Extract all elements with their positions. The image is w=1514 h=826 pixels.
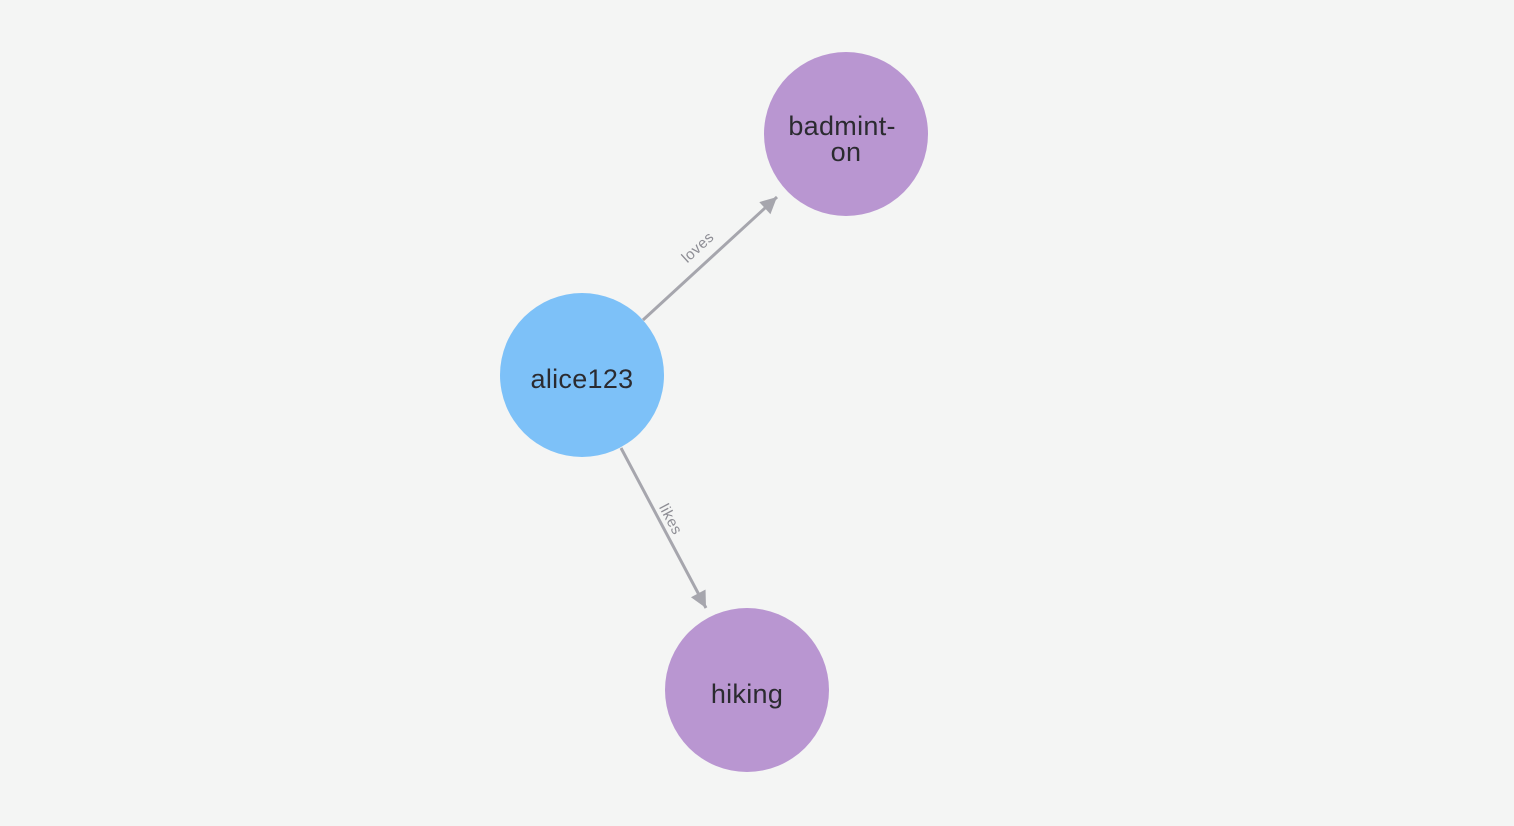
edge-line-likes[interactable] <box>619 447 708 609</box>
node-hiking: hiking <box>665 608 829 772</box>
node-circle-badminton[interactable] <box>764 52 928 216</box>
edge-line-loves[interactable] <box>641 195 779 322</box>
node-alice123: alice123 <box>500 293 664 457</box>
node-circle-hiking[interactable] <box>665 608 829 772</box>
edge-label-loves[interactable]: loves <box>678 229 717 267</box>
node-label-alice123: alice123 <box>531 364 634 394</box>
node-label-badminton-line1: badmint- <box>788 111 895 141</box>
node-badminton: badmint- on <box>764 52 928 216</box>
edge-likes: likes <box>619 447 708 609</box>
edge-loves: loves <box>641 195 779 322</box>
node-label-badminton-line2: on <box>831 137 862 167</box>
node-label-badminton: badmint- on <box>788 111 903 167</box>
node-label-hiking: hiking <box>711 679 783 709</box>
node-circle-alice123[interactable] <box>500 293 664 457</box>
